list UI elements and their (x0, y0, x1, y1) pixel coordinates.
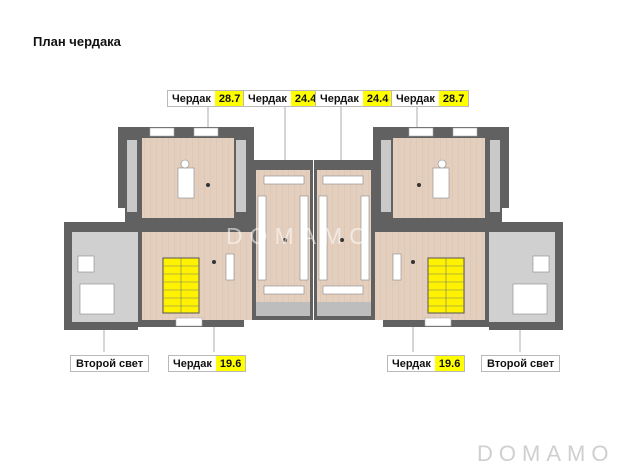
right-unit (314, 127, 563, 330)
left-unit (64, 127, 313, 330)
label-second-light-right: Второй свет (481, 355, 561, 372)
label-second-light-left: Второй свет (70, 355, 150, 372)
watermark-center: DOMAMO (226, 223, 375, 249)
watermark-logo: DOMAMO (477, 441, 615, 466)
page-title: План чердака (33, 34, 121, 49)
